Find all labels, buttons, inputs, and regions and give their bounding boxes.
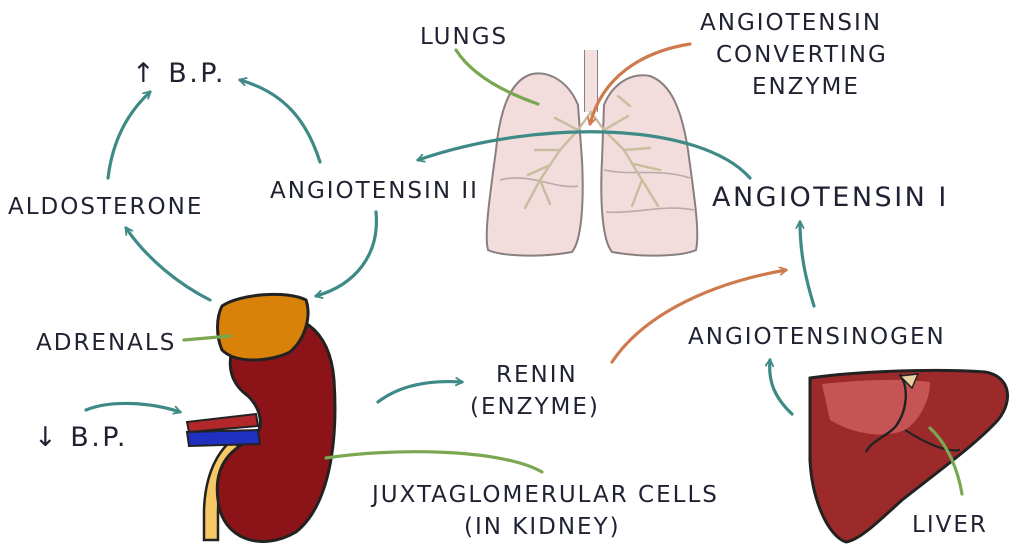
label-juxtaglomerular-line-2: (IN KIDNEY) [464, 514, 621, 540]
arrow-angiotensin1-to-angiotensin2 [418, 130, 752, 180]
pointer-juxtaglomerular [324, 450, 544, 474]
liver-illustration [808, 368, 1009, 544]
arrow-ace-catalysis [590, 42, 692, 124]
kidney-illustration [185, 292, 337, 543]
label-renin-line-2: (ENZYME) [470, 394, 600, 420]
pointer-liver [928, 426, 964, 496]
lungs-illustration [485, 50, 699, 257]
label-up-bp: ↑ B.P. [132, 58, 226, 89]
label-aldosterone: ALDOSTERONE [8, 194, 203, 220]
arrow-renin-catalysis [610, 270, 786, 364]
label-angiotensin-2: ANGIOTENSIN II [270, 178, 479, 204]
arrow-low-bp-to-kidney [84, 401, 180, 412]
label-angiotensin-1: ANGIOTENSIN I [712, 182, 949, 213]
label-adrenals: ADRENALS [36, 330, 176, 356]
arrow-kidney-to-renin [376, 382, 462, 404]
arrow-angiotensin2-to-bp [240, 80, 322, 164]
pointer-lungs [454, 48, 540, 106]
label-ace-line-3: ENZYME [752, 74, 860, 100]
adrenal-gland [216, 292, 310, 362]
arrow-liver-to-angiotensinogen [770, 360, 794, 416]
label-renin-line-1: RENIN [496, 362, 578, 388]
arrow-angiotensin2-to-adrenals [316, 210, 379, 296]
arrow-aldosterone-to-bp [106, 90, 152, 180]
label-juxtaglomerular-line-1: JUXTAGLOMERULAR CELLS [370, 482, 719, 508]
arrow-angiotensinogen-to-angiotensin1 [800, 222, 816, 308]
left-lung [485, 72, 584, 257]
label-liver: LIVER [912, 512, 988, 538]
renal-vein [185, 428, 262, 448]
label-down-bp: ↓ B.P. [34, 422, 128, 453]
renal-artery [185, 412, 260, 434]
arrow-adrenals-to-aldosterone [124, 226, 212, 302]
label-ace-line-1: ANGIOTENSIN [700, 10, 882, 36]
label-angiotensinogen: ANGIOTENSINOGEN [688, 324, 946, 350]
right-lung [600, 74, 699, 257]
pointer-adrenals [182, 334, 232, 342]
label-lungs: LUNGS [420, 24, 508, 50]
label-ace-line-2: CONVERTING [716, 42, 888, 68]
kidney [215, 314, 337, 543]
